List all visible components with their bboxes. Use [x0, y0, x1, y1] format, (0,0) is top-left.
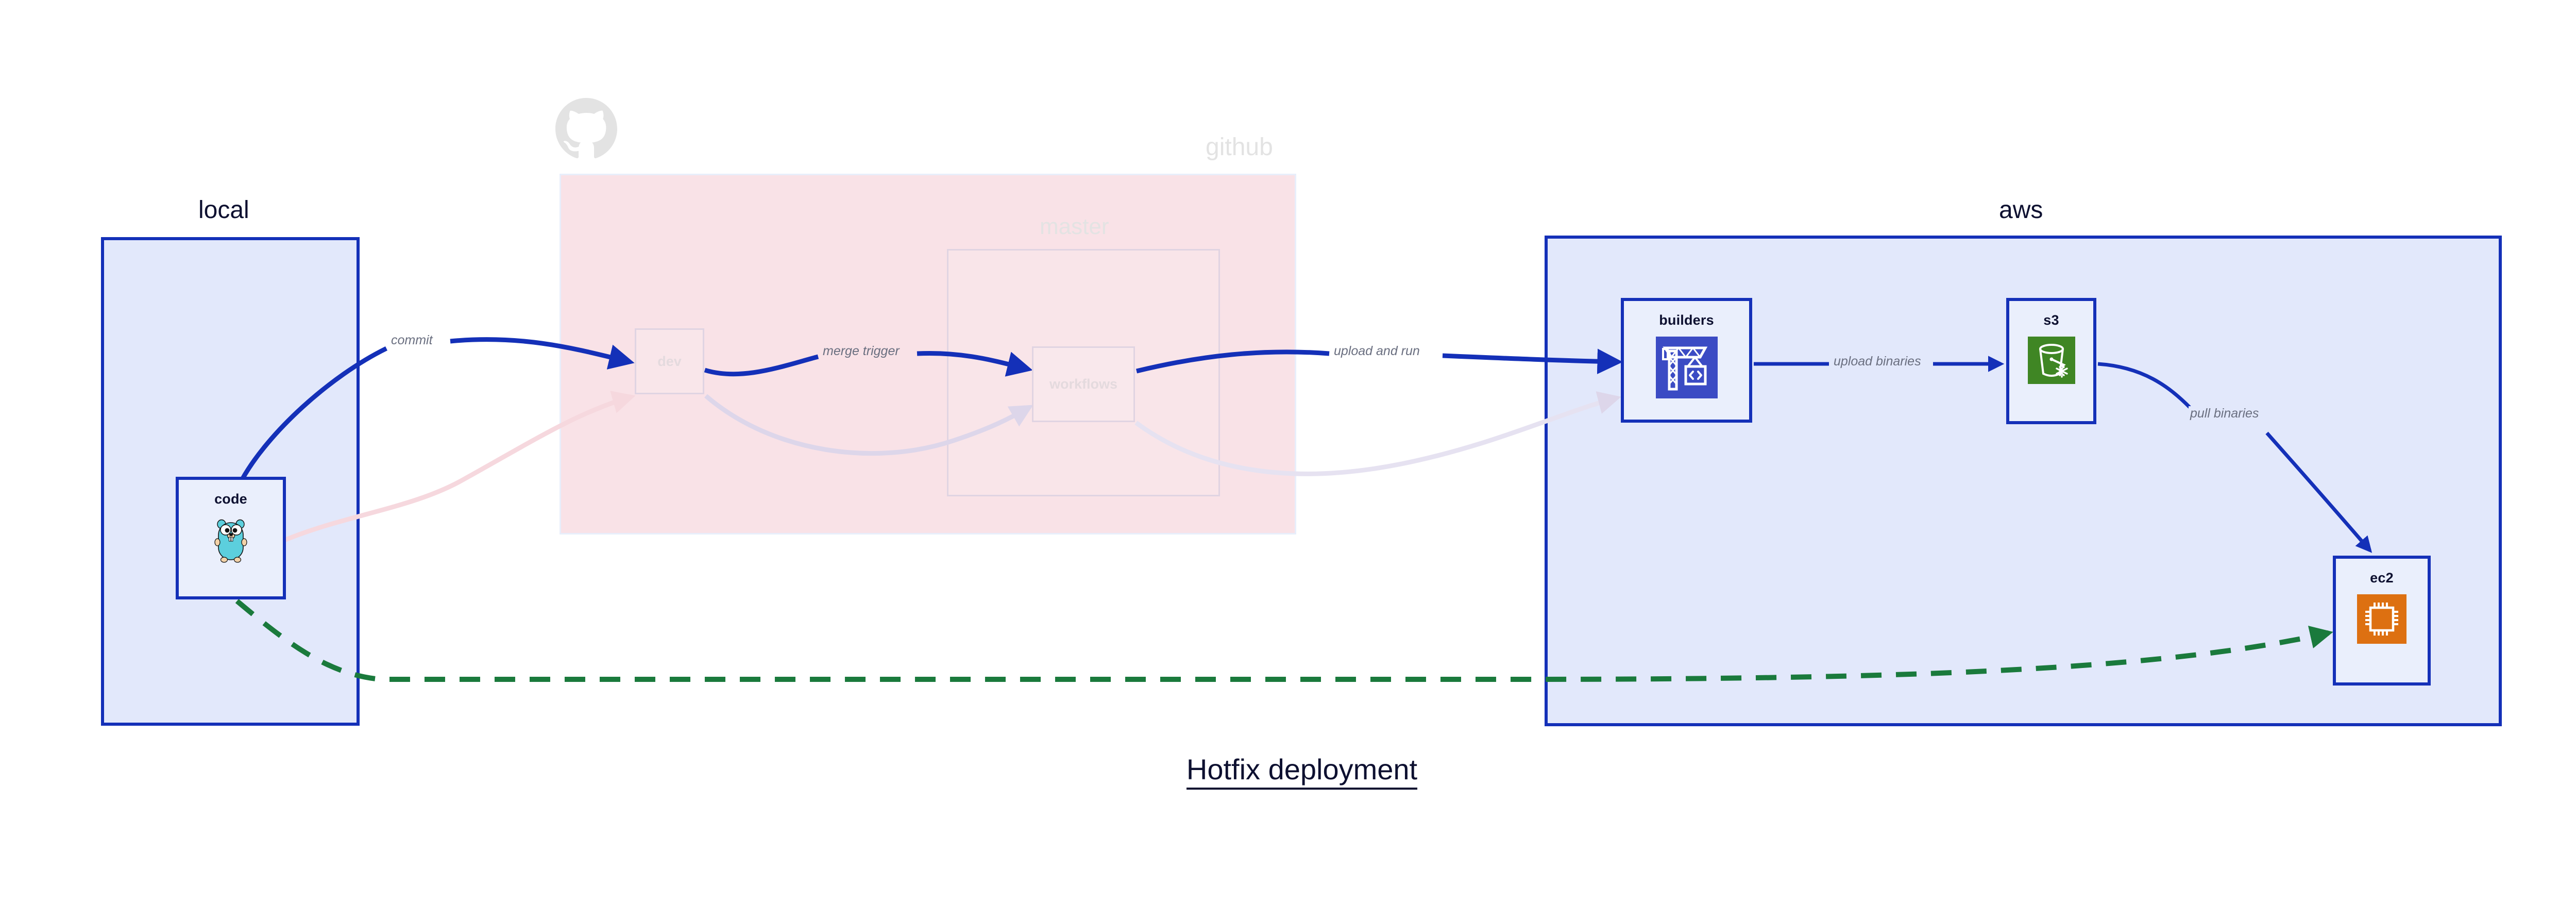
edge-commit-right — [450, 337, 635, 370]
node-workflows-label: workflows — [1049, 376, 1118, 392]
go-gopher-icon — [213, 515, 249, 567]
edge-faded-dev-workflows — [704, 394, 1033, 456]
aws-builders-icon — [1655, 337, 1718, 401]
diagram-caption-text: Hotfix deployment — [1186, 753, 1418, 790]
edge-commit-left — [240, 346, 387, 481]
group-master[interactable] — [947, 249, 1220, 496]
group-label-master: master — [1040, 214, 1109, 239]
diagram-caption: Hotfix deployment — [0, 753, 2576, 790]
node-builders[interactable]: builders — [1621, 298, 1752, 423]
node-s3[interactable]: s3 — [2006, 298, 2096, 424]
aws-s3-bucket-icon — [2027, 337, 2075, 387]
edge-faded-workflows-builders — [1134, 391, 1621, 476]
node-ec2-label: ec2 — [2370, 570, 2394, 586]
edge-pull-binaries-top — [2097, 362, 2191, 409]
group-label-github: github — [1206, 133, 1273, 161]
edge-label-pull-binaries: pull binaries — [2189, 406, 2261, 421]
edge-merge-left — [704, 354, 819, 377]
github-octocat-icon — [555, 98, 617, 160]
edge-pull-binaries-bottom — [2265, 431, 2372, 553]
edge-hotfix-direct — [235, 599, 2333, 682]
aws-ec2-chip-icon — [2357, 594, 2406, 646]
node-builders-label: builders — [1659, 312, 1714, 328]
node-dev[interactable]: dev — [635, 328, 704, 394]
group-label-aws: aws — [1999, 196, 2043, 224]
edge-label-upload-and-run: upload and run — [1332, 344, 1421, 359]
edge-label-merge-trigger: merge trigger — [821, 344, 901, 359]
group-label-local: local — [198, 196, 249, 224]
edge-label-upload-binaries: upload binaries — [1832, 354, 1923, 369]
node-s3-label: s3 — [2043, 312, 2059, 328]
node-ec2[interactable]: ec2 — [2333, 556, 2431, 686]
node-dev-label: dev — [657, 353, 682, 369]
node-code-label: code — [214, 491, 247, 507]
edge-label-commit: commit — [389, 333, 434, 348]
edge-upload-run-right — [1442, 348, 1623, 374]
node-code[interactable]: code — [176, 477, 286, 599]
node-workflows[interactable]: workflows — [1032, 346, 1135, 422]
edge-upload-run-left — [1136, 349, 1330, 374]
edge-merge-right — [917, 350, 1033, 377]
